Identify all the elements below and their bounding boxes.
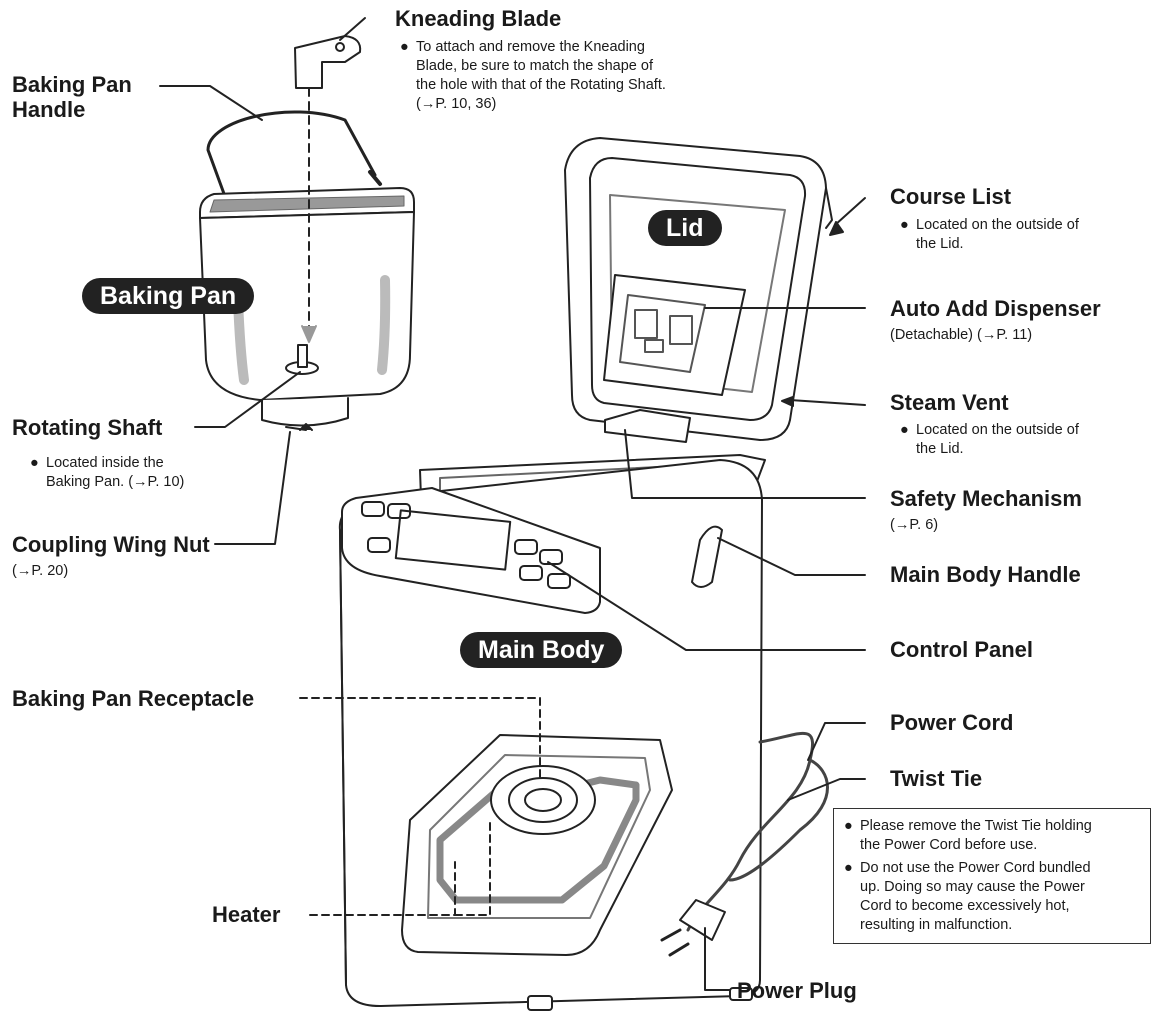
label-auto-add-dispenser: Auto Add Dispenser [890,296,1101,321]
bullet-icon: ● [844,860,853,876]
bullet-icon: ● [30,455,39,471]
bullet-icon: ● [844,818,853,834]
bullet-icon: ● [400,39,409,55]
baking-pan-illustration [199,110,415,427]
label-coupling-wing-nut: Coupling Wing Nut [12,532,210,557]
note-steam-vent: ●Located on the outside of the Lid. [900,422,1079,457]
note-coupling-wing-nut: (→P. 20) [12,563,69,579]
label-power-cord: Power Cord [890,710,1014,735]
note-auto-add-dispenser: (Detachable) (→P. 11) [890,327,1033,343]
note-kneading-blade: ●To attach and remove the Kneading Blade… [400,39,666,112]
bullet-icon: ● [900,422,909,438]
label-control-panel: Control Panel [890,637,1034,662]
note-rotating-shaft: ●Located inside the Baking Pan. (→P. 10) [30,455,185,490]
pill-lid: Lid [648,210,722,246]
main-body-illustration [338,137,833,1011]
baking-pan-body [199,211,415,401]
heater-element [436,776,640,904]
control-panel-illustration [341,487,601,614]
note-course-list: ●Located on the outside of the Lid. [900,217,1079,252]
coupling-wing-nut-base [261,397,349,427]
main-body-handle-illustration [691,525,723,588]
pill-baking-pan: Baking Pan [82,278,255,314]
label-heater: Heater [212,902,281,927]
pill-main-body: Main Body [460,632,623,668]
label-course-list: Course List [890,184,1012,209]
label-main-body-handle: Main Body Handle [890,562,1081,587]
label-baking-pan-receptacle: Baking Pan Receptacle [12,686,255,711]
label-twist-tie: Twist Tie [890,766,983,791]
kneading-blade-icon [294,35,362,89]
power-cord-illustration [686,731,829,932]
label-rotating-shaft: Rotating Shaft [12,415,163,440]
power-cord-warning-box: ●Please remove the Twist Tie holding the… [833,808,1151,944]
label-steam-vent: Steam Vent [890,390,1009,415]
label-safety-mechanism: Safety Mechanism [890,486,1082,511]
note-safety-mechanism: (→P. 6) [890,517,939,533]
label-baking-pan-handle: Baking Pan Handle [12,72,132,122]
label-kneading-blade: Kneading Blade [395,6,562,31]
label-power-plug: Power Plug [737,978,857,1003]
bullet-icon: ● [900,217,909,233]
